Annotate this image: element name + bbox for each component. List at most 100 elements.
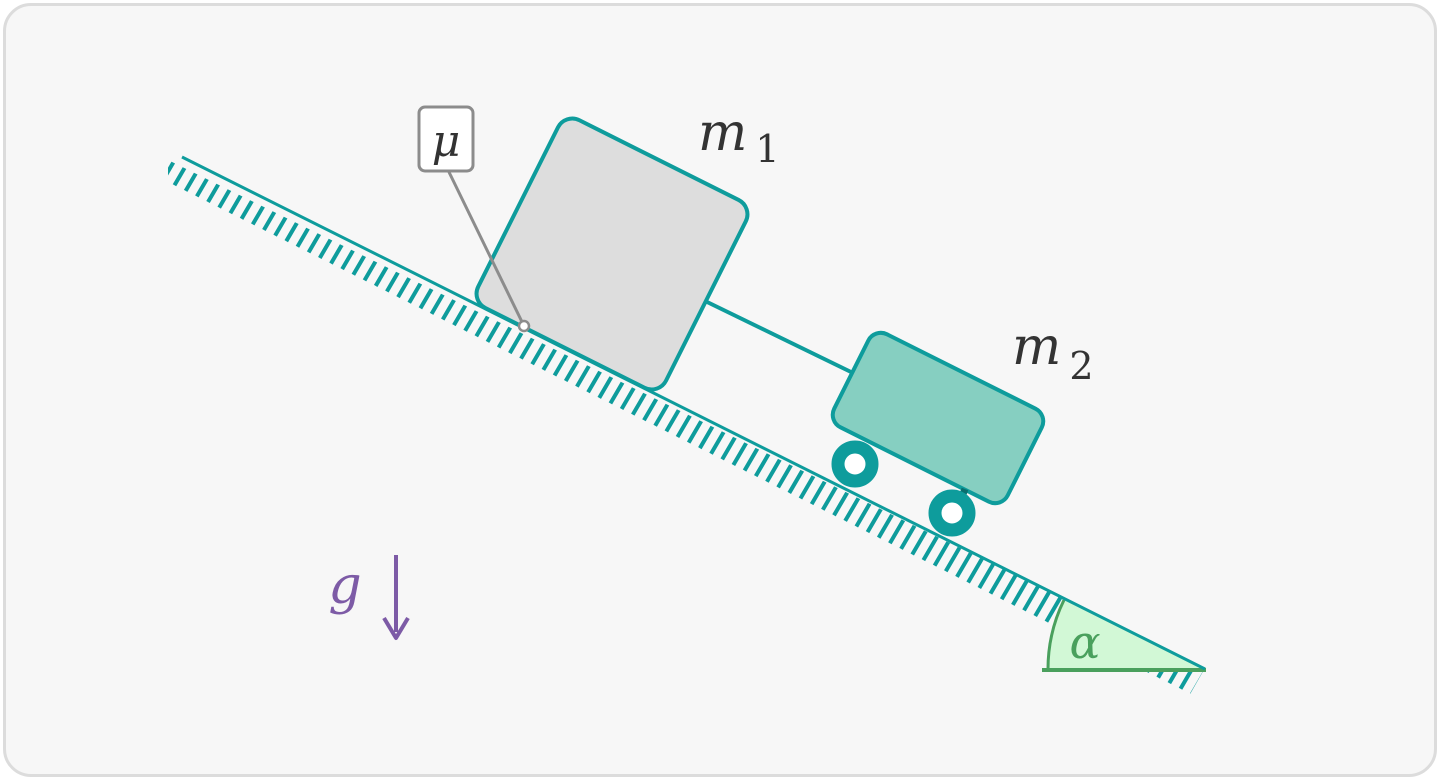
- hatch-mark: [396, 272, 414, 299]
- hatch-mark: [1189, 669, 1205, 696]
- hatch-mark: [675, 411, 694, 438]
- hatch-mark: [530, 339, 548, 366]
- hatch-mark: [206, 177, 224, 204]
- hatch-mark: [709, 428, 727, 455]
- hatch-mark: [653, 400, 671, 427]
- hatch-mark: [168, 160, 180, 181]
- hatch-mark: [541, 344, 560, 371]
- hatch-mark: [631, 389, 649, 416]
- hatch-mark: [228, 188, 247, 215]
- hatch-mark: [843, 495, 861, 522]
- cart-wheel: [928, 489, 976, 537]
- hatch-mark: [295, 221, 314, 248]
- gravity-arrow-icon: [382, 616, 410, 640]
- hatch-mark: [899, 523, 917, 550]
- hatch-mark: [273, 210, 291, 237]
- hatch-mark: [910, 529, 928, 556]
- friction-callout-box: [417, 105, 475, 173]
- hatch-mark: [563, 356, 582, 383]
- connecting-string: [702, 298, 852, 374]
- hatch-mark: [250, 199, 269, 226]
- hatch-mark: [407, 277, 425, 304]
- hatch-mark: [988, 568, 1007, 595]
- hatch-mark: [519, 333, 537, 360]
- hatch-mark: [787, 467, 805, 494]
- hatch-mark: [888, 518, 906, 545]
- hatch-mark: [385, 266, 403, 293]
- hatch-mark: [966, 557, 984, 584]
- hatch-mark: [485, 316, 504, 343]
- hatch-mark: [429, 288, 448, 315]
- hatch-mark: [742, 445, 761, 472]
- hatch-mark: [441, 294, 459, 321]
- hatch-mark: [619, 384, 638, 411]
- cart-m2: [830, 330, 1046, 537]
- hatch-mark: [329, 238, 347, 265]
- hatch-mark: [496, 322, 515, 349]
- hatch-mark: [152, 150, 166, 174]
- hatch-mark: [262, 204, 280, 232]
- hatch-mark: [821, 484, 839, 511]
- block-m1: [474, 116, 750, 392]
- hatch-mark: [698, 423, 716, 450]
- incline-surface: [181, 155, 1206, 671]
- hatch-mark: [977, 563, 996, 590]
- hatch-mark: [798, 473, 817, 500]
- hatch-mark: [921, 535, 940, 562]
- cart-wheel: [831, 440, 879, 488]
- hatch-mark: [686, 417, 705, 444]
- hatch-mark: [463, 305, 481, 332]
- hatch-mark: [1033, 591, 1051, 618]
- hatch-mark: [195, 171, 213, 198]
- hatch-mark: [854, 501, 873, 528]
- hatch-mark: [284, 216, 302, 243]
- hatch-mark: [1201, 674, 1205, 701]
- hatch-mark: [754, 451, 772, 478]
- angle-alpha-arc: [1046, 599, 1066, 670]
- hatch-mark: [642, 395, 660, 422]
- diagram-frame: [3, 3, 1437, 777]
- hatch-mark: [508, 328, 526, 355]
- hatch-mark: [362, 255, 381, 282]
- hatch-mark: [1044, 596, 1063, 623]
- angle-alpha-wedge: [1048, 600, 1205, 669]
- hatch-mark: [876, 512, 895, 539]
- hatch-mark: [765, 456, 783, 483]
- hatch-mark: [552, 350, 571, 377]
- hatch-mark: [832, 490, 850, 517]
- hatch-mark: [575, 361, 593, 388]
- hatch-mark: [183, 165, 202, 192]
- hatch-mark: [720, 434, 738, 461]
- hatch-mark: [217, 182, 235, 209]
- hatch-mark: [731, 439, 750, 466]
- friction-callout-dot: [517, 319, 531, 333]
- hatch-mark: [172, 160, 191, 187]
- hatch-mark: [865, 507, 884, 534]
- hatch-mark: [597, 372, 615, 399]
- friction-callout-line: [446, 169, 526, 327]
- hatch-mark: [944, 546, 962, 573]
- hatch-mark: [318, 232, 336, 259]
- cart-body: [830, 330, 1046, 506]
- hatch-mark: [999, 574, 1018, 601]
- hatch-mark: [608, 378, 627, 405]
- hatch-mark: [373, 260, 392, 287]
- hatch-mark: [809, 479, 828, 506]
- hatch-mark: [1022, 585, 1040, 612]
- hatch-mark: [474, 311, 493, 338]
- hatch-mark: [955, 551, 973, 578]
- hatch-mark: [932, 540, 951, 567]
- hatch-mark: [418, 283, 437, 310]
- hatch-mark: [239, 193, 258, 220]
- hatch-mark: [1011, 579, 1029, 606]
- angle-label: α: [1069, 615, 1100, 669]
- hatch-mark: [776, 462, 794, 489]
- gravity-label: g: [328, 556, 361, 616]
- friction-label: μ: [432, 116, 461, 167]
- hatch-mark: [340, 244, 358, 271]
- hatch-mark: [452, 300, 470, 327]
- hatch-mark: [586, 367, 604, 394]
